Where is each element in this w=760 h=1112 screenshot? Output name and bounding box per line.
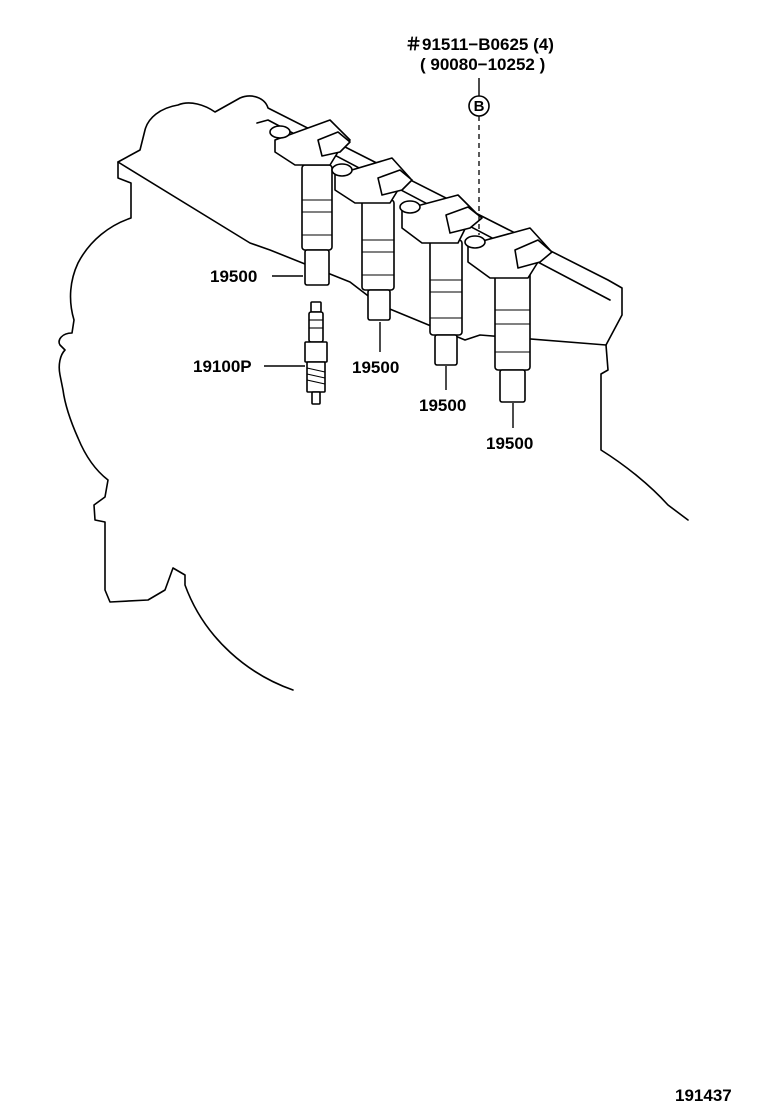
reference-marker-label: B: [474, 98, 485, 115]
coil-1-part-number: 19500: [210, 267, 257, 286]
spark-plug[interactable]: [304, 301, 328, 405]
ignition-coil-3[interactable]: [399, 194, 483, 366]
coil-4-part-number: 19500: [486, 434, 533, 453]
bolt-alt-part-number: ( 90080−10252 ): [420, 55, 545, 74]
figure-number: 191437: [675, 1086, 732, 1105]
coil-3-part-number: 19500: [419, 396, 466, 415]
ignition-coil-2[interactable]: [331, 157, 413, 321]
ignition-coil-1[interactable]: [269, 119, 351, 286]
spark-plug-part-number: 19100P: [193, 357, 252, 376]
ignition-coil-4[interactable]: [464, 227, 553, 403]
engine-outline: [58, 95, 689, 691]
coil-2-part-number: 19500: [352, 358, 399, 377]
bolt-part-number: ＃91511−B0625 (4): [405, 35, 554, 54]
cylinder-head-line: [117, 161, 607, 346]
